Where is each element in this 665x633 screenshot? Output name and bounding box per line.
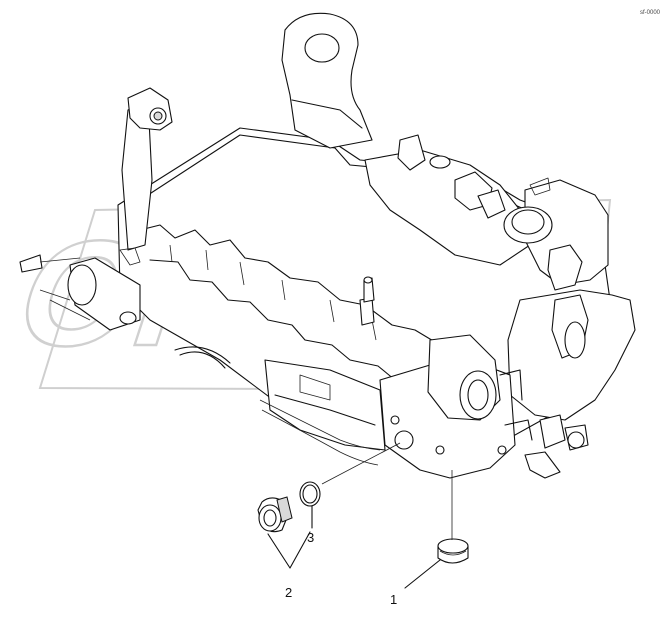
plug-port xyxy=(394,430,414,450)
leader-line-2 xyxy=(267,531,311,569)
corner-code: sf-0000 xyxy=(640,10,661,16)
o-ring-part xyxy=(299,481,321,507)
callout-label-3: 3 xyxy=(307,530,314,545)
callout-label-2: 2 xyxy=(285,585,292,600)
plug-part xyxy=(437,538,469,564)
screw-plug-part xyxy=(257,496,293,533)
transmission-housing xyxy=(19,12,636,479)
leader-line-1 xyxy=(404,559,441,589)
callout-label-1: 1 xyxy=(390,592,397,607)
explode-line xyxy=(321,442,401,485)
